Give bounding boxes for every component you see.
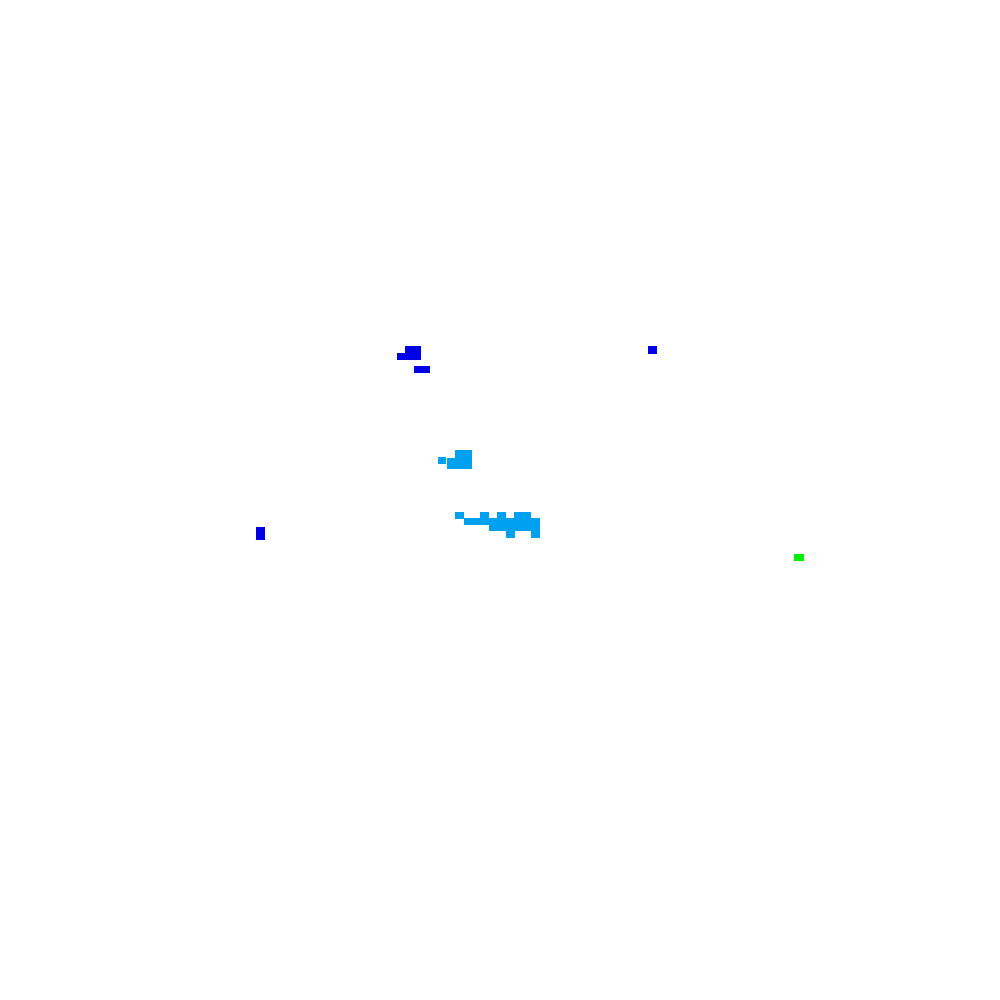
light-blue-cluster-lower-pixel [531, 524, 540, 538]
light-blue-cluster-lower-pixel [514, 512, 531, 519]
dark-blue-dot-far-left-pixel [256, 527, 265, 540]
dark-blue-dot-right-pixel [648, 346, 657, 354]
light-blue-cluster-lower-pixel [480, 512, 489, 519]
light-blue-cluster-upper-pixel [447, 458, 472, 469]
dark-blue-cluster-left-pixel [397, 353, 421, 360]
green-dot-pixel [794, 554, 804, 561]
light-blue-cluster-upper-pixel [438, 457, 446, 464]
light-blue-cluster-lower-pixel [489, 518, 540, 525]
dark-blue-cluster-left-pixel [405, 346, 421, 354]
light-blue-cluster-lower-pixel [497, 512, 506, 519]
light-blue-cluster-lower-pixel [455, 512, 464, 519]
light-blue-cluster-upper-pixel [455, 450, 472, 458]
dark-blue-cluster-left-pixel [414, 366, 430, 373]
light-blue-cluster-lower-pixel [506, 531, 515, 538]
light-blue-cluster-lower-pixel [464, 518, 489, 525]
light-blue-cluster-lower-pixel [506, 524, 515, 531]
